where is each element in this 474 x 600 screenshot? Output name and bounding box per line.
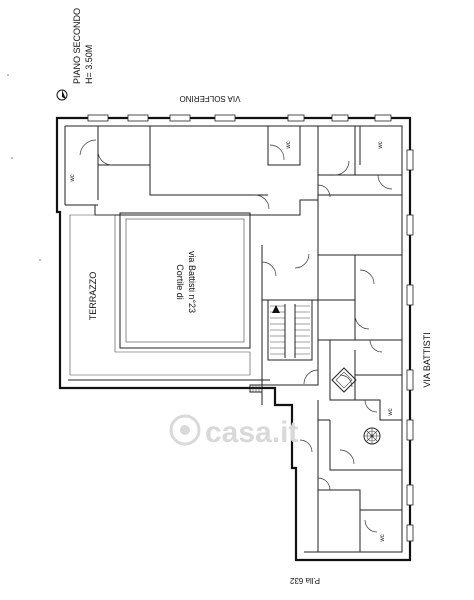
terrace-label: TERRAZZO [88, 272, 98, 321]
outer-walls [55, 116, 412, 562]
wc-label-1: wc [70, 174, 76, 182]
wc-label-4: wc [388, 408, 394, 416]
top-windows [87, 114, 392, 122]
stair-core [261, 245, 319, 405]
street-top: VIA SOLFERINO [180, 94, 241, 103]
street-right: VIA BATTISTI [422, 332, 432, 387]
floor-title: PIANO SECONDO [72, 8, 82, 84]
courtyard-label-2: via Battisti n°23 [187, 251, 197, 313]
wc-label-5: wc [380, 534, 386, 542]
right-wing-doors [299, 269, 383, 533]
courtyard [119, 212, 251, 349]
courtyard-label-1: Cortile di [175, 264, 185, 300]
height-label: H= 3.50M [84, 45, 94, 84]
watermark: casa.it [169, 414, 298, 449]
top-wing-doors [79, 139, 393, 210]
street-bottom: P.lla 632 [289, 576, 320, 585]
watermark-text: casa.it [205, 416, 298, 449]
right-windows [406, 149, 414, 542]
wc-label-2: wc [286, 141, 292, 149]
north-arrow-icon [56, 89, 68, 101]
side-steps [249, 384, 263, 393]
spiral-stair-icon [363, 427, 381, 445]
right-wing-partitions [317, 255, 402, 552]
wc-label-3: wc [378, 141, 384, 149]
elevator-shaft [331, 367, 357, 393]
terrace [69, 214, 251, 376]
